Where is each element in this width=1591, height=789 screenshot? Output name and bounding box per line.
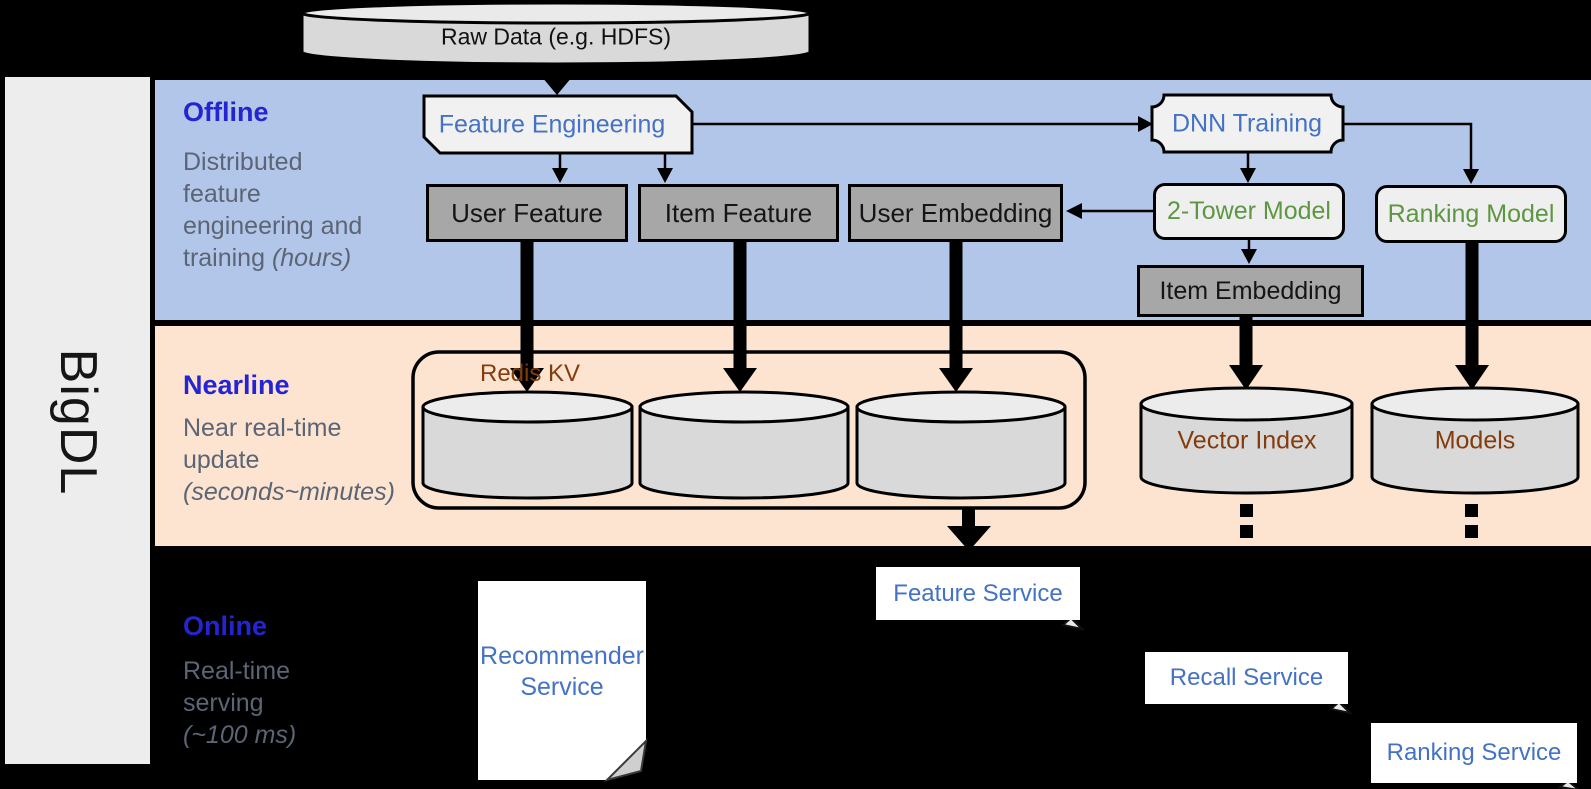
arrow-fe-to-item-feature — [657, 153, 673, 183]
redis-cylinder-1 — [421, 390, 634, 500]
recall-service-box: Recall Service — [1145, 652, 1348, 704]
arrow-rawdata-to-feature-engineering — [542, 64, 572, 95]
item-embedding-label: Item Embedding — [1159, 276, 1342, 305]
feature-service-label: Feature Service — [893, 579, 1063, 607]
arrow-two-tower-to-item-embedding — [1241, 240, 1257, 264]
arrow-item-feature-to-redis — [723, 242, 757, 392]
item-embedding-box: Item Embedding — [1137, 265, 1364, 317]
redis-cylinder-3 — [855, 390, 1067, 500]
redis-kv-container — [411, 350, 1087, 510]
models-label: Models — [1434, 426, 1516, 455]
dotted-link-vector-index-to-recall — [1240, 504, 1253, 538]
user-embedding-box: User Embedding — [848, 184, 1063, 242]
arrow-user-embedding-to-redis — [939, 242, 973, 392]
dnn-training-shape — [1150, 93, 1345, 154]
arrow-fe-to-user-feature — [552, 153, 568, 183]
user-feature-box: User Feature — [426, 184, 628, 242]
models-cylinder — [1370, 386, 1580, 495]
user-embedding-label: User Embedding — [858, 197, 1053, 228]
arrow-dnn-to-two-tower — [1240, 152, 1256, 183]
ranking-service-box: Ranking Service — [1371, 723, 1577, 783]
offline-section-title: Offline — [183, 97, 269, 127]
feature-engineering-label: Feature Engineering — [438, 110, 666, 139]
arrow-ranking-model-to-models — [1455, 243, 1489, 390]
offline-section-subtitle: Distributed feature engineering and trai… — [183, 148, 363, 272]
arrow-item-embedding-to-vector-index — [1229, 316, 1263, 390]
recommender-service-document — [478, 581, 648, 782]
dotted-link-models-to-ranking — [1465, 504, 1478, 538]
arrow-fe-to-dnn-training — [692, 116, 1153, 132]
dnn-training-label: DNN Training — [1171, 109, 1323, 138]
ranking-service-label: Ranking Service — [1386, 739, 1562, 766]
feature-service-fold — [1060, 616, 1086, 631]
arrow-redis-to-feature-service — [947, 508, 991, 551]
nearline-section-title: Nearline — [183, 370, 290, 400]
raw-data-label: Raw Data (e.g. HDFS) — [440, 23, 672, 50]
recall-service-fold — [1328, 700, 1354, 715]
ranking-model-box: Ranking Model — [1375, 185, 1567, 243]
online-section-title: Online — [183, 611, 268, 641]
ranking-model-label: Ranking Model — [1387, 199, 1555, 228]
bigdl-sidebar: BigDL — [5, 77, 150, 764]
arrow-user-feature-to-redis — [510, 242, 544, 392]
two-tower-model-label: 2-Tower Model — [1167, 197, 1331, 225]
raw-data-cylinder — [300, 1, 812, 66]
redis-cylinder-2 — [638, 390, 850, 500]
item-feature-box: Item Feature — [638, 184, 839, 242]
online-section-subtitle: Real-time serving (~100 ms) — [183, 657, 297, 749]
user-feature-label: User Feature — [451, 197, 603, 228]
feature-engineering-shape — [422, 94, 694, 155]
recall-service-label: Recall Service — [1169, 664, 1324, 691]
feature-service-box: Feature Service — [876, 567, 1080, 620]
vector-index-label: Vector Index — [1177, 426, 1317, 455]
item-feature-label: Item Feature — [664, 197, 813, 228]
nearline-section-subtitle: Near real-time update (seconds~minutes) — [183, 414, 395, 506]
recommender-service-label: Recommender Service — [480, 642, 644, 701]
vector-index-cylinder — [1139, 386, 1354, 495]
two-tower-model-box: 2-Tower Model — [1153, 183, 1345, 240]
arrow-dnn-to-ranking-model — [1343, 122, 1479, 184]
arrow-two-tower-to-user-embedding — [1066, 203, 1153, 219]
redis-kv-label: Redis KV — [480, 360, 581, 387]
